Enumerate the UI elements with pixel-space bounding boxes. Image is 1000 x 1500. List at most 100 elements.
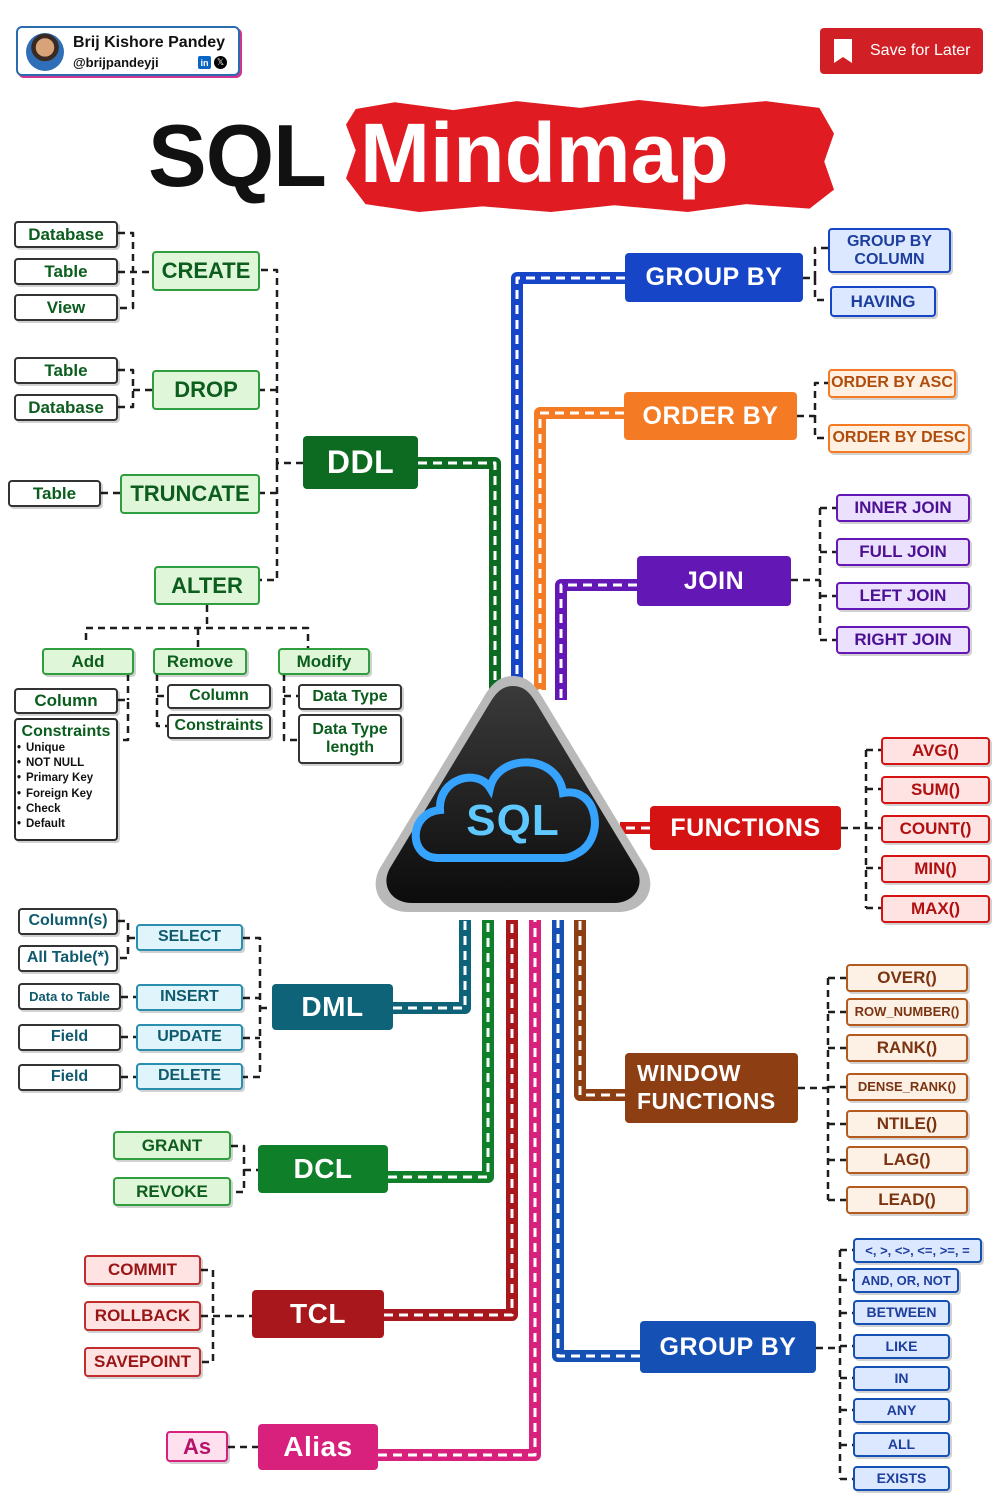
truncate-table[interactable]: Table [8, 480, 101, 507]
remove-column[interactable]: Column [167, 684, 271, 709]
dml-hub[interactable]: DML [272, 984, 393, 1030]
window-row-number[interactable]: ROW_NUMBER() [846, 998, 968, 1026]
modify-data-type-length[interactable]: Data Type length [298, 714, 402, 764]
join-hub[interactable]: JOIN [637, 556, 791, 606]
having-node[interactable]: HAVING [830, 286, 936, 317]
bookmark-icon [834, 39, 852, 63]
rail-dcl [388, 920, 494, 1183]
operator-comparison[interactable]: <, >, <>, <=, >=, = [853, 1238, 982, 1263]
dml-delete[interactable]: DELETE [136, 1063, 243, 1090]
create-table[interactable]: Table [14, 258, 118, 285]
select-all-table[interactable]: All Table(*) [18, 945, 118, 972]
delete-field[interactable]: Field [18, 1064, 121, 1091]
cloud-icon [411, 758, 599, 862]
title-sql: SQL [148, 106, 327, 205]
window-lag[interactable]: LAG() [846, 1146, 968, 1174]
left-join[interactable]: LEFT JOIN [836, 582, 970, 610]
window-dense-rank[interactable]: DENSE_RANK() [846, 1073, 968, 1101]
tcl-commit[interactable]: COMMIT [84, 1255, 201, 1285]
order-by-asc[interactable]: ORDER BY ASC [828, 369, 956, 398]
alter-add[interactable]: Add [42, 648, 134, 675]
order-by-desc[interactable]: ORDER BY DESC [828, 424, 970, 453]
dcl-grant[interactable]: GRANT [113, 1131, 231, 1160]
save-button-label: Save for Later [870, 42, 971, 59]
window-rank[interactable]: RANK() [846, 1034, 968, 1062]
add-constraints-box[interactable]: Constraints Unique NOT NULL Primary Key … [14, 718, 118, 841]
window-functions-hub[interactable]: WINDOW FUNCTIONS [625, 1053, 798, 1123]
constraints-title: Constraints [21, 723, 111, 740]
linkedin-icon[interactable]: in [198, 56, 211, 69]
function-count[interactable]: COUNT() [881, 815, 990, 843]
constraint-item: Check [16, 802, 116, 817]
dcl-revoke[interactable]: REVOKE [113, 1177, 231, 1206]
create-database[interactable]: Database [14, 221, 118, 248]
select-columns[interactable]: Column(s) [18, 908, 118, 935]
full-join[interactable]: FULL JOIN [836, 538, 970, 566]
operator-any[interactable]: ANY [853, 1398, 950, 1423]
tcl-hub[interactable]: TCL [252, 1290, 384, 1338]
insert-data-to-table[interactable]: Data to Table [18, 983, 121, 1010]
rail-group-by-top [511, 272, 625, 690]
center-sql-label: SQL [466, 796, 560, 845]
constraint-item: NOT NULL [16, 756, 116, 771]
constraint-item: Unique [16, 741, 116, 756]
operator-like[interactable]: LIKE [853, 1334, 950, 1359]
tcl-rollback[interactable]: ROLLBACK [84, 1301, 201, 1331]
constraint-item: Foreign Key [16, 787, 116, 802]
group-by-bottom-hub[interactable]: GROUP BY [640, 1321, 816, 1373]
ddl-hub[interactable]: DDL [303, 436, 418, 489]
operator-in[interactable]: IN [853, 1366, 950, 1391]
order-by-hub[interactable]: ORDER BY [624, 392, 797, 440]
function-max[interactable]: MAX() [881, 895, 990, 923]
author-card[interactable]: Brij Kishore Pandey @brijpandeyji in 𝕏 [16, 26, 240, 76]
create-node[interactable]: CREATE [152, 251, 260, 291]
alias-as[interactable]: As [166, 1431, 228, 1462]
window-over[interactable]: OVER() [846, 964, 968, 992]
save-for-later-button[interactable]: Save for Later [820, 28, 983, 74]
functions-hub[interactable]: FUNCTIONS [650, 806, 841, 850]
tcl-savepoint[interactable]: SAVEPOINT [84, 1347, 201, 1377]
truncate-node[interactable]: TRUNCATE [120, 474, 260, 514]
modify-data-type[interactable]: Data Type [298, 684, 402, 710]
remove-constraints[interactable]: Constraints [167, 714, 271, 739]
operator-between[interactable]: BETWEEN [853, 1300, 950, 1325]
rail-join [555, 579, 637, 700]
author-name: Brij Kishore Pandey [73, 34, 226, 51]
x-icon[interactable]: 𝕏 [214, 56, 227, 69]
function-min[interactable]: MIN() [881, 855, 990, 883]
alter-remove[interactable]: Remove [153, 648, 247, 675]
dcl-hub[interactable]: DCL [258, 1145, 388, 1193]
drop-database[interactable]: Database [14, 394, 118, 421]
drop-node[interactable]: DROP [152, 370, 260, 410]
operator-all[interactable]: ALL [853, 1432, 950, 1457]
create-view[interactable]: View [14, 294, 118, 321]
rail-window [574, 920, 625, 1101]
dml-insert[interactable]: INSERT [136, 984, 243, 1011]
rail-tcl [384, 920, 518, 1321]
operator-logical[interactable]: AND, OR, NOT [853, 1268, 959, 1293]
alter-node[interactable]: ALTER [154, 566, 260, 605]
right-join[interactable]: RIGHT JOIN [836, 626, 970, 654]
rail-ddl [418, 457, 501, 690]
alter-modify[interactable]: Modify [278, 648, 370, 675]
inner-join[interactable]: INNER JOIN [836, 494, 970, 522]
window-ntile[interactable]: NTILE() [846, 1110, 968, 1138]
operator-exists[interactable]: EXISTS [853, 1466, 950, 1491]
drop-table[interactable]: Table [14, 357, 118, 384]
function-sum[interactable]: SUM() [881, 776, 990, 804]
sql-cloud-logo [375, 676, 651, 912]
update-field[interactable]: Field [18, 1024, 121, 1051]
constraint-item: Primary Key [16, 771, 116, 786]
group-by-top-hub[interactable]: GROUP BY [625, 253, 803, 302]
group-by-column[interactable]: GROUP BY COLUMN [828, 228, 951, 273]
author-handle: @brijpandeyji [73, 55, 159, 70]
alias-hub[interactable]: Alias [258, 1424, 378, 1470]
add-column[interactable]: Column [14, 688, 118, 714]
function-avg[interactable]: AVG() [881, 737, 990, 765]
title-mindmap: Mindmap [360, 106, 729, 200]
rail-group-by-bottom [552, 920, 640, 1362]
window-lead[interactable]: LEAD() [846, 1186, 968, 1214]
dml-update[interactable]: UPDATE [136, 1024, 243, 1051]
dml-select[interactable]: SELECT [136, 924, 243, 951]
